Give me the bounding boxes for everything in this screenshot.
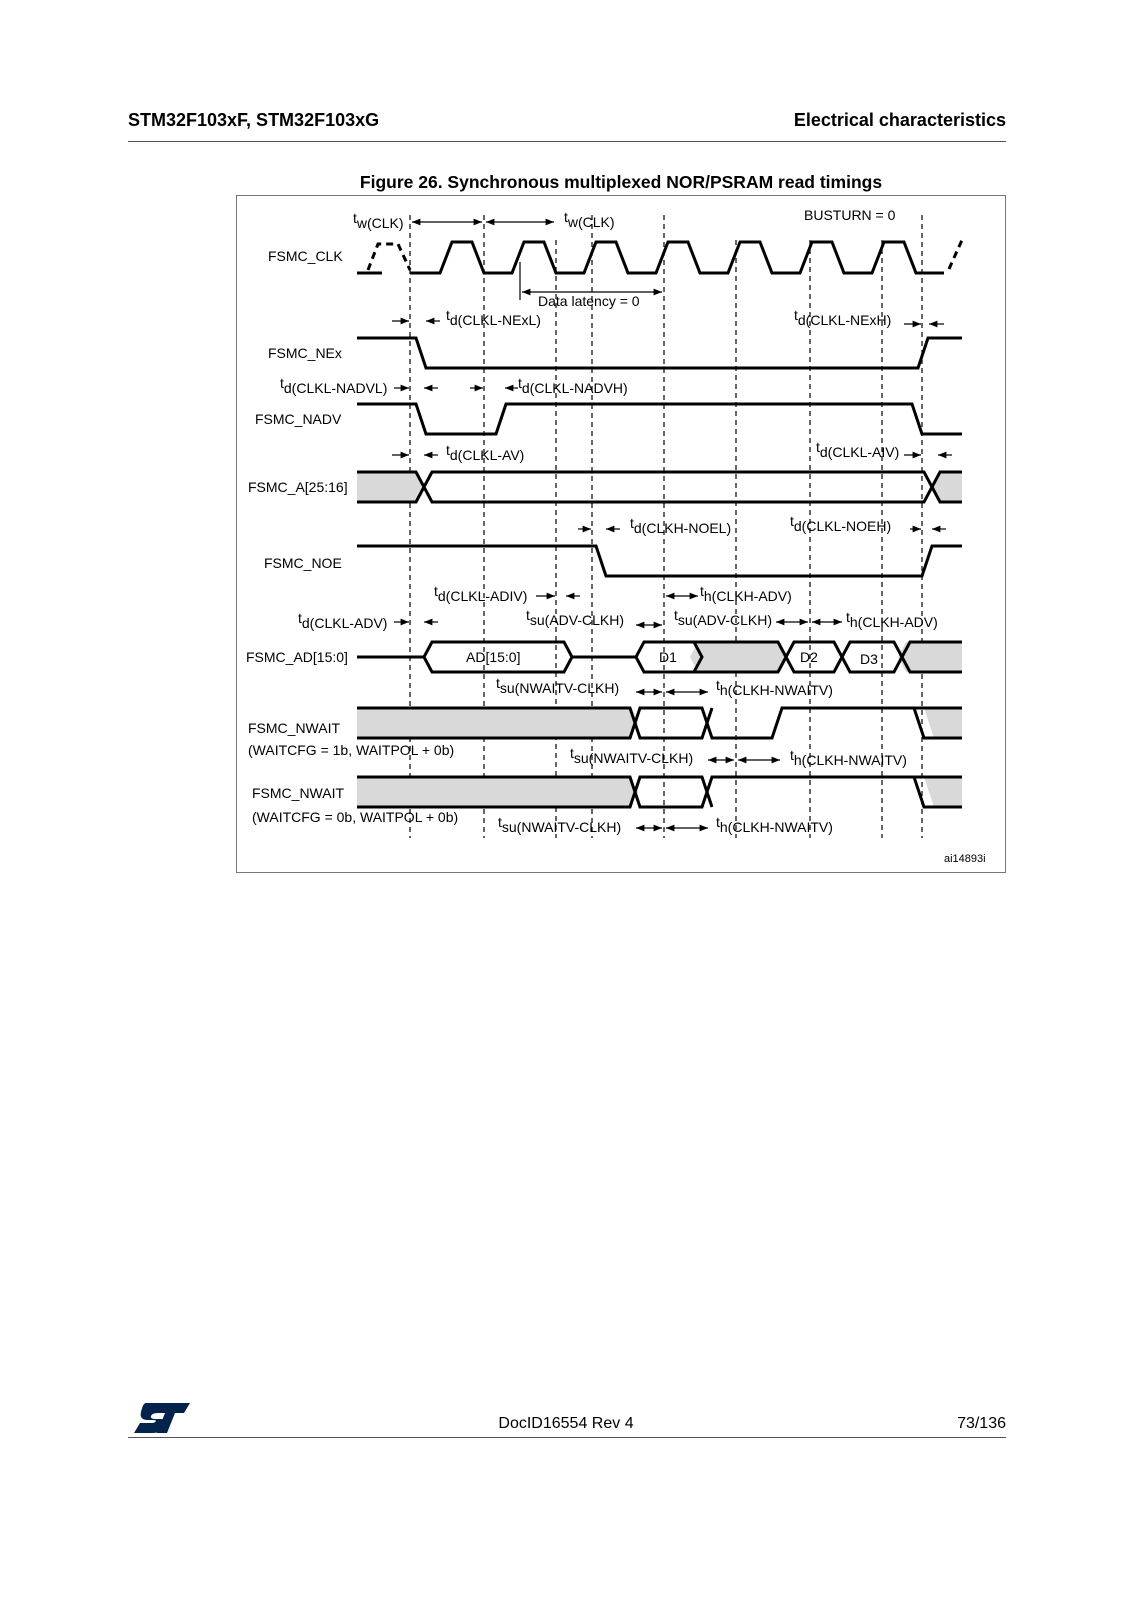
data-d1-label: D1 [659,649,677,665]
clk-waveform [357,239,964,275]
timing-label-td-clkh-noel: td(CLKH-NOEL) [630,515,731,536]
footer-doc-id: DocID16554 Rev 4 [498,1415,634,1432]
ad-address-phase-label: AD[15:0] [466,649,520,665]
noe-waveform [357,544,962,578]
timing-label-td-clkl-aiv: td(CLKL-AIV) [816,439,899,460]
footer-page-number: 73/136 [957,1415,1006,1432]
busturn-label: BUSTURN = 0 [804,207,896,223]
figure-title: Figure 26. Synchronous multiplexed NOR/P… [359,172,883,192]
figure-frame [236,195,1006,873]
timing-label-td-clkl-nexl: td(CLKL-NExL) [446,307,541,328]
document-header-section: Electrical characteristics [793,110,1006,130]
timing-label-th-clkh-adv: th(CLKH-ADV) [700,583,792,604]
timing-label-tsu-adv-clkh: tsu(ADV-CLKH) [674,607,772,628]
timing-label-tsu-nwaitv-clkh: tsu(NWAITV-CLKH) [570,745,693,766]
timing-label-tw-clk: tw(CLK) [353,210,404,231]
figure-id-label: ai14893i [944,853,986,865]
signal-label-nwait2: FSMC_NWAIT [252,785,344,801]
signal-label-nadv: FSMC_NADV [255,411,342,427]
signal-label-nex: FSMC_NEx [268,345,342,361]
signal-label-nwait1: FSMC_NWAIT [248,720,340,736]
signal-label-nwait1-config: (WAITCFG = 1b, WAITPOL + 0b) [248,742,454,758]
timing-label-th-clkh-nwaitv: th(CLKH-NWAITV) [716,677,833,698]
nwait2-waveform [357,775,962,809]
timing-label-tsu-nwaitv-clkh: tsu(NWAITV-CLKH) [498,814,621,835]
data-latency-label: Data latency = 0 [538,293,640,309]
timing-label-td-clkl-noeh: td(CLKL-NOEH) [790,513,891,534]
signal-label-ad: FSMC_AD[15:0] [246,649,348,665]
timing-label-td-clkl-adiv: td(CLKL-ADIV) [434,583,527,604]
timing-label-td-clkl-adv: td(CLKL-ADV) [298,610,387,631]
timing-label-td-clkl-nadvh: td(CLKL-NADVH) [518,375,628,396]
signal-label-addr: FSMC_A[25:16] [248,479,348,495]
st-logo-icon [134,1403,190,1433]
data-d3-label: D3 [860,651,878,667]
signal-label-clk: FSMC_CLK [268,248,343,264]
timing-label-th-clkh-nwaitv: th(CLKH-NWAITV) [716,814,833,835]
footer-rule [128,1437,1006,1438]
nadv-waveform [357,402,962,436]
timing-label-td-clkl-nexh: td(CLKL-NExH) [794,307,891,328]
header-rule [128,141,1006,142]
nwait1-waveform [357,706,962,740]
timing-label-td-clkl-av: td(CLKL-AV) [446,442,524,463]
signal-label-nwait2-config: (WAITCFG = 0b, WAITPOL + 0b) [252,809,458,825]
timing-label-tsu-adv-clkh: tsu(ADV-CLKH) [526,607,624,628]
addr-bus-waveform [357,470,962,504]
document-header-part-number: STM32F103xF, STM32F103xG [128,110,380,130]
ad-bus-waveform [357,640,962,674]
timing-label-th-clkh-adv: th(CLKH-ADV) [846,609,938,630]
data-d2-label: D2 [800,649,818,665]
signal-label-noe: FSMC_NOE [264,555,342,571]
timing-label-tsu-nwaitv-clkh: tsu(NWAITV-CLKH) [496,675,619,696]
timing-label-tw-clk: tw(CLK) [564,209,615,230]
timing-arrows [392,218,952,832]
timing-label-th-clkh-nwaitv: th(CLKH-NWAITV) [790,747,907,768]
nex-waveform [357,336,962,370]
timing-label-td-clkl-nadvl: td(CLKL-NADVL) [280,375,387,396]
